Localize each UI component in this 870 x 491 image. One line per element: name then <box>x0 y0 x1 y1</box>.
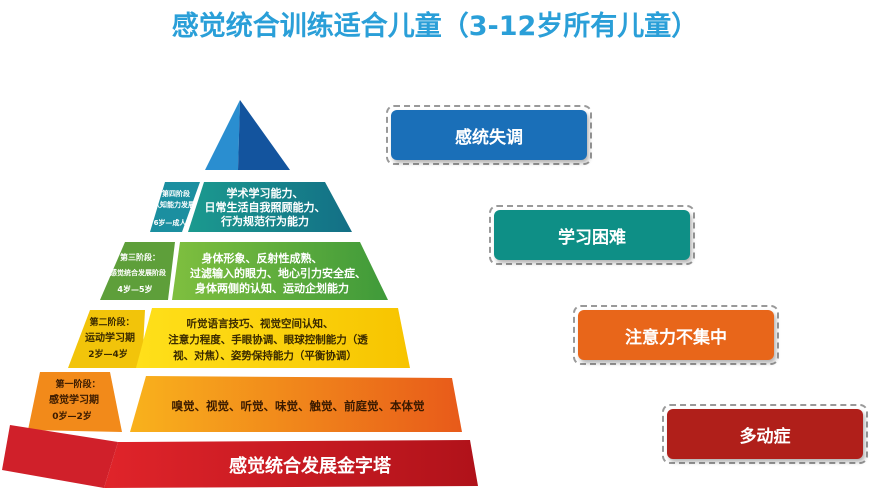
stage1-skill: 嗅觉、视觉、听觉、味觉、触觉、前庭觉、本体觉 <box>172 399 425 413</box>
stage4-label-bg <box>150 182 200 232</box>
stage2-skill: 注意力程度、手眼协调、眼球控制能力（透 <box>168 333 368 346</box>
pyramid-diagram: 第四阶段 认知能力发展 6岁—成人 学术学习能力、 日常生活自我照顾能力、 行为… <box>2 100 478 488</box>
page-title: 感觉统合训练适合儿童（3-12岁所有儿童） <box>171 11 699 42</box>
tag-learning-difficulty: 学习困难 <box>489 205 695 265</box>
stage4-name: 第四阶段 <box>162 189 190 198</box>
stage3-age: 4岁—5岁 <box>117 284 152 294</box>
stage4-skills-bg <box>188 182 352 232</box>
stage2-skills-bg <box>136 308 410 368</box>
stage3-skill: 过滤输入的眼力、地心引力安全症、 <box>190 266 366 280</box>
tag-hyperactivity: 多动症 <box>662 404 868 464</box>
stage3-name: 第三阶段： <box>120 252 160 262</box>
stage4-skill: 日常生活自我照顾能力、 <box>205 200 326 214</box>
stage2-name: 第二阶段： <box>89 316 134 328</box>
stage3-label-bg <box>100 242 175 300</box>
apex-left <box>205 100 240 170</box>
stage3-skill: 身体两侧的认知、运动企划能力 <box>195 281 349 295</box>
stage4-skill: 学术学习能力、 <box>227 186 304 200</box>
stage1-name: 第一阶段： <box>55 378 100 390</box>
base-left <box>2 425 118 488</box>
stage4-skill: 行为规范行为能力 <box>220 214 309 228</box>
stage2-label-bg <box>68 310 145 368</box>
stage3-sub: 感觉统合发展阶段 <box>110 268 166 277</box>
stage2-age: 2岁—4岁 <box>88 348 128 360</box>
stage2-skill: 视、对焦）、姿势保持能力（平衡协调） <box>173 349 357 362</box>
stage3-skill: 身体形象、反射性成熟、 <box>202 251 323 265</box>
base-band <box>104 440 478 488</box>
stage4-sub: 认知能力发展 <box>153 200 196 209</box>
stage4-age: 6岁—成人 <box>154 218 188 227</box>
apex-right <box>238 100 290 170</box>
tag-attention-deficit: 注意力不集中 <box>573 305 779 365</box>
stage2-skill: 听觉语言技巧、视觉空间认知、 <box>187 317 334 330</box>
pyramid-base-label: 感觉统合发展金字塔 <box>229 455 392 477</box>
tag-sensory-integration-disorder: 感统失调 <box>386 105 592 165</box>
stage1-sub: 感觉学习期 <box>49 393 99 406</box>
stage1-label-bg <box>28 372 122 432</box>
stage2-sub: 运动学习期 <box>85 331 135 344</box>
stage3-skills-bg <box>172 242 388 300</box>
stage1-skills-bg <box>130 376 462 432</box>
stage1-age: 0岁—2岁 <box>52 410 92 422</box>
